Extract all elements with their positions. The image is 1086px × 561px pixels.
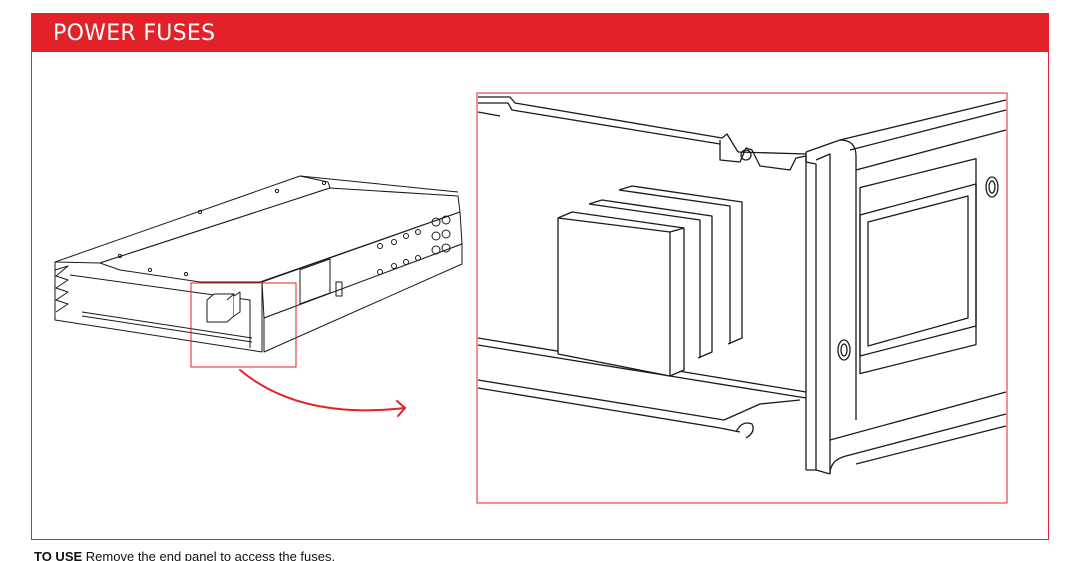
- amplifier-chassis-overview: [54, 175, 463, 353]
- footer-text: Remove the end panel to access the fuses…: [85, 549, 336, 561]
- section-header: POWER FUSES: [31, 13, 1049, 52]
- section-title: POWER FUSES: [53, 21, 216, 46]
- footer-instructions: TO USE Remove the end panel to access th…: [34, 549, 335, 561]
- curved-arrow: [239, 369, 407, 417]
- power-fuses-closeup: [476, 92, 1008, 504]
- footer-lead: TO USE: [34, 549, 83, 561]
- highlight-box: [190, 282, 297, 368]
